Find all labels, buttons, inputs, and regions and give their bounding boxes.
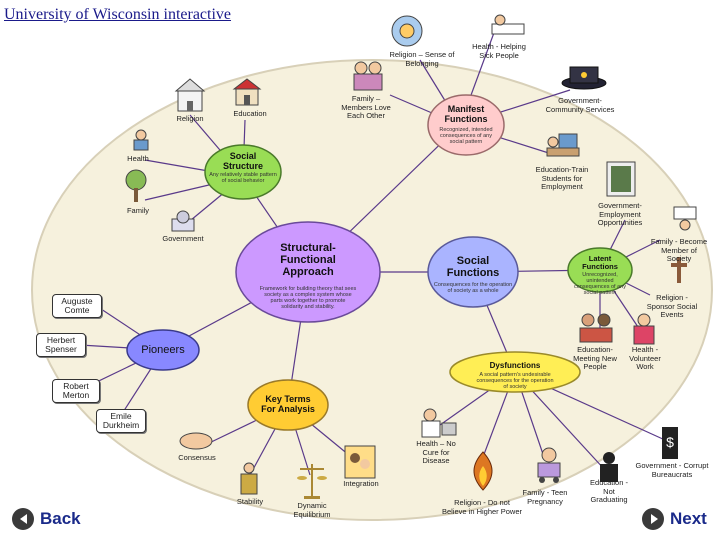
page-title[interactable]: University of Wisconsin interactive <box>4 6 232 23</box>
label-lf-family: Family - Become Member of Society <box>650 237 708 263</box>
doctor-icon <box>418 405 458 439</box>
dysfunctions-desc: A social pattern's undesirable consequen… <box>476 372 554 390</box>
next-label: Next <box>670 509 707 528</box>
scales-icon <box>296 460 328 500</box>
religion-building-icon <box>172 75 208 113</box>
capitol-building-icon <box>168 205 198 233</box>
label-health-left: Health <box>127 154 149 163</box>
label-dys-religion: Religion - Do not Believe in Higher Powe… <box>441 498 523 516</box>
social-functions-desc: Consequences for the operation of societ… <box>433 282 513 294</box>
label-mf-health: Health - Helping Sick People <box>472 42 526 60</box>
latent-functions-node <box>567 247 633 293</box>
label-mf-government: Government- Community Services <box>545 96 615 114</box>
education-group-icon <box>578 310 614 344</box>
consensus-hands-icon <box>178 430 214 452</box>
next-arrow-icon <box>642 508 664 530</box>
family-couple-icon <box>348 58 388 92</box>
stability-figure-icon <box>235 462 263 496</box>
structural-functional-title[interactable]: Structural- Functional Approach <box>280 242 336 278</box>
svg-text:$: $ <box>666 434 674 450</box>
health-volunteer-icon <box>628 312 660 346</box>
key-terms-title[interactable]: Key Terms For Analysis <box>261 394 315 414</box>
pioneers-node <box>126 329 200 371</box>
social-structure-title[interactable]: Social Structure <box>222 151 263 171</box>
latent-functions-title[interactable]: Latent Functions <box>582 254 618 271</box>
key-terms-node <box>247 379 329 431</box>
money-icon: $ <box>660 425 680 461</box>
baby-stroller-icon <box>532 445 566 485</box>
employment-board-icon <box>605 160 637 198</box>
pioneer-spenser[interactable]: Herbert Spenser <box>36 333 86 357</box>
label-kt-dynamic: Dynamic Equilibrium <box>293 501 331 519</box>
label-lf-education: Education- Meeting New People <box>573 345 617 371</box>
label-lf-religion: Religion - Sponsor Social Events <box>646 293 698 319</box>
label-kt-integration: Integration <box>343 479 379 488</box>
manifest-functions-title[interactable]: Manifest Functions <box>444 104 488 124</box>
family-tree-icon <box>120 168 152 204</box>
label-education-left: Education <box>233 109 267 118</box>
label-family-left: Family <box>126 206 150 215</box>
label-lf-health: Health - Volunteer Work <box>629 345 661 371</box>
police-hat-icon <box>560 55 608 95</box>
pioneer-comte[interactable]: Auguste Comte <box>52 294 102 318</box>
dysfunctions-title[interactable]: Dysfunctions <box>489 361 541 370</box>
manifest-functions-node <box>427 94 505 156</box>
back-button[interactable]: Back <box>12 508 81 530</box>
social-functions-node <box>427 236 519 308</box>
label-religion-left: Religion <box>176 114 204 123</box>
label-dys-education: Education - Not Graduating <box>590 478 628 504</box>
computer-student-icon <box>545 130 581 160</box>
back-arrow-icon <box>12 508 34 530</box>
label-mf-religion: Religion – Sense of Belonging <box>389 50 455 68</box>
religion-cross-icon <box>668 255 690 285</box>
pioneer-durkheim[interactable]: Emile Durkheim <box>96 409 146 433</box>
pioneer-merton[interactable]: Robert Merton <box>52 379 100 403</box>
label-mf-education: Education-Train Students for Employment <box>535 165 589 191</box>
back-label: Back <box>40 509 81 528</box>
dysfunctions-node <box>449 351 581 393</box>
label-kt-stability: Stability <box>236 497 264 506</box>
next-button[interactable]: Next <box>642 508 707 530</box>
label-dys-government: Government - Corrupt Bureaucrats <box>635 461 709 479</box>
school-building-icon <box>232 75 262 107</box>
label-dys-health: Health – No Cure for Disease <box>416 439 456 465</box>
integration-group-icon <box>343 444 377 480</box>
graduate-figure-icon <box>592 448 626 484</box>
label-mf-family: Family – Members Love Each Other <box>341 94 391 120</box>
social-structure-node <box>204 144 282 200</box>
religion-globe-icon <box>390 14 424 48</box>
health-bed-icon <box>488 8 528 40</box>
structural-functional-desc: Framework for building theory that sees … <box>259 286 357 310</box>
label-dys-family: Family - Teen Pregnancy <box>522 488 568 506</box>
label-government-left: Government <box>162 234 204 243</box>
label-kt-consensus: Consensus <box>178 453 216 462</box>
social-functions-title[interactable]: Social Functions <box>446 255 500 279</box>
fire-icon <box>468 450 498 492</box>
structural-functional-node <box>235 221 381 323</box>
health-figure-icon <box>128 128 154 152</box>
label-lf-government: Government- Employment Opportunities <box>597 201 643 227</box>
social-structure-desc: Any relatively stable pattern of social … <box>209 172 277 184</box>
family-sign-icon <box>672 205 698 235</box>
latent-functions-desc: Unrecognized, unintended consequences of… <box>574 272 626 296</box>
pioneers-title[interactable]: Pioneers <box>141 344 185 356</box>
manifest-functions-desc: Recognized, intended consequences of any… <box>439 127 493 145</box>
